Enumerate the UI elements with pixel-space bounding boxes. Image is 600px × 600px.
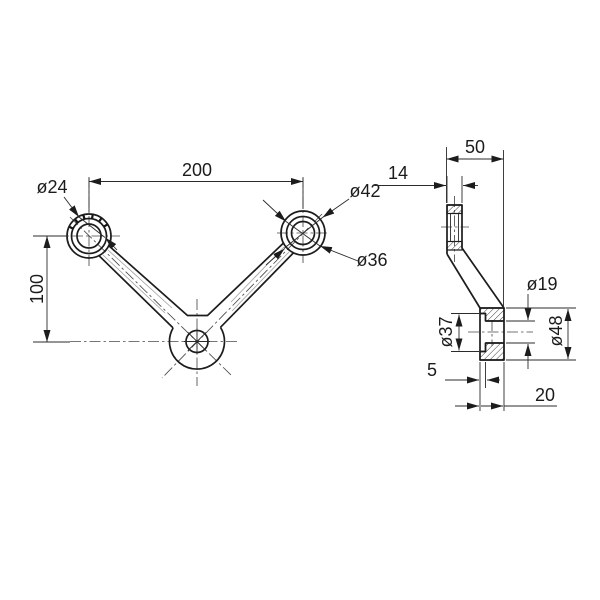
tube-section xyxy=(446,204,463,254)
left-ring-bore-circle xyxy=(76,223,102,249)
arms-and-boss-outline xyxy=(98,242,295,370)
dim-100-label: 100 xyxy=(27,274,47,304)
dimension-depth-50: 50 xyxy=(446,137,504,306)
tube-bottom-wall-hatch xyxy=(446,240,463,251)
right-ring-bore-circle xyxy=(290,220,316,246)
dim-d24-label: ø24 xyxy=(36,177,67,197)
dimension-span-200: 200 xyxy=(88,160,304,212)
dimension-d48: ø48 xyxy=(506,307,576,361)
right-ring-mid-circle xyxy=(285,215,321,251)
side-arm xyxy=(446,247,505,309)
dim-200-label: 200 xyxy=(182,160,212,180)
front-centerlines xyxy=(33,177,330,386)
dimension-d19: ø19 xyxy=(506,274,558,369)
dim-14-label: 14 xyxy=(388,163,408,183)
dim-d37-label: ø37 xyxy=(436,316,456,347)
dim-d48-label: ø48 xyxy=(546,315,566,346)
dimension-d36: ø36 xyxy=(262,199,388,270)
dim-d36-label: ø36 xyxy=(356,250,387,270)
dimension-recess-5: 5 xyxy=(427,360,500,411)
boss-section xyxy=(479,307,505,361)
boss-outline xyxy=(479,307,505,361)
left-ring-mid-circle xyxy=(70,217,108,255)
left-arm-axis-centerline xyxy=(69,216,234,378)
dim-20-label: 20 xyxy=(535,385,555,405)
dimension-thickness-20: 20 xyxy=(455,362,557,411)
dim-5-label: 5 xyxy=(427,360,437,380)
center-bolt-hole xyxy=(184,328,210,355)
dim-d42-label: ø42 xyxy=(349,181,380,201)
right-ring-outer-circle xyxy=(280,210,326,256)
dim-d19-label: ø19 xyxy=(526,274,557,294)
tube-outline xyxy=(446,204,463,254)
dimension-tube-14: 14 xyxy=(373,163,478,203)
dimension-d37: ø37 xyxy=(436,313,479,352)
dim-50-label: 50 xyxy=(465,137,485,157)
dimension-height-100: 100 xyxy=(27,235,70,343)
side-view: 50 14 ø19 ø48 xyxy=(373,137,576,411)
boss-top-wall-hatch xyxy=(479,307,505,322)
dimension-d42: ø42 xyxy=(265,181,381,266)
side-arm-outline xyxy=(446,247,505,309)
dimension-d24: ø24 xyxy=(36,177,118,251)
boss-recess-step xyxy=(480,312,487,353)
front-view: 200 100 ø24 ø42 ø36 xyxy=(27,160,388,386)
spider-body-front xyxy=(66,210,326,370)
knurl-marks xyxy=(69,214,108,230)
right-arm-axis-centerline xyxy=(161,213,323,379)
tube-top-wall-hatch xyxy=(446,204,463,215)
arm-edge-highlight-lines xyxy=(102,246,290,314)
